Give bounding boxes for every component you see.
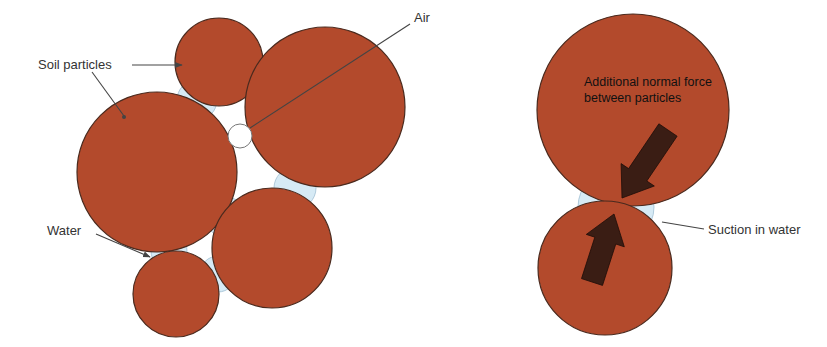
leader-dot bbox=[122, 115, 126, 119]
soil-particle bbox=[175, 18, 263, 106]
leader-line bbox=[250, 24, 410, 128]
water-meniscus bbox=[274, 167, 316, 209]
leader-line bbox=[132, 64, 182, 65]
soil-particle bbox=[245, 27, 405, 187]
force-note: Additional normal force between particle… bbox=[584, 75, 722, 106]
callout-label: Soil particles bbox=[38, 57, 112, 73]
soil-particle bbox=[538, 201, 672, 335]
leader-line bbox=[92, 72, 124, 116]
leader-line bbox=[662, 222, 704, 229]
soil-particle bbox=[133, 251, 219, 337]
callout-label: Water bbox=[47, 223, 81, 239]
leader-line bbox=[96, 234, 150, 257]
soil-particle bbox=[77, 92, 237, 252]
water-meniscus bbox=[204, 196, 244, 236]
callout-label: Suction in water bbox=[708, 222, 801, 238]
water-meniscus bbox=[151, 233, 187, 269]
soil-particles bbox=[77, 18, 405, 337]
soil-particle bbox=[212, 188, 332, 308]
soil-particle bbox=[537, 14, 729, 206]
soil-particle-node: Additional normal force between particle… bbox=[536, 13, 730, 207]
water-meniscus bbox=[241, 61, 277, 97]
water-meniscus bbox=[177, 80, 217, 120]
callout-label: Air bbox=[414, 10, 430, 26]
force-arrow bbox=[582, 214, 625, 285]
water-meniscus bbox=[200, 256, 236, 292]
air-bubble bbox=[228, 124, 252, 148]
particle-outline bbox=[536, 13, 730, 207]
